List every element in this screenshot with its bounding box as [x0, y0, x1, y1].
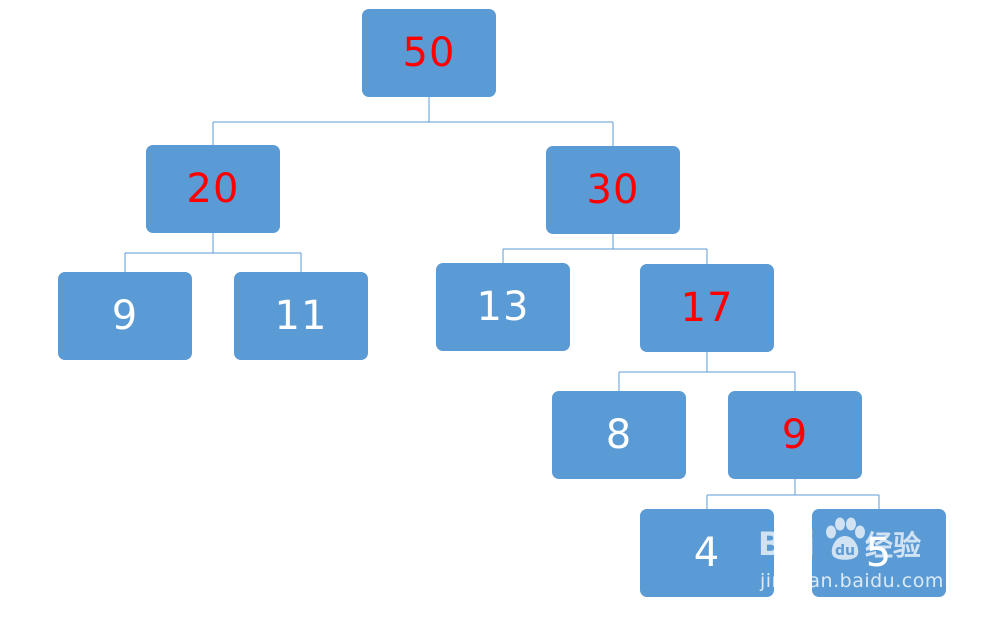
node-17: 17	[640, 264, 774, 352]
node-11: 11	[234, 272, 368, 360]
node-9-left: 9	[58, 272, 192, 360]
node-50: 50	[362, 9, 496, 97]
node-20: 20	[146, 145, 280, 233]
node-30: 30	[546, 146, 680, 234]
node-5: 5	[812, 509, 946, 597]
node-13: 13	[436, 263, 570, 351]
node-8: 8	[552, 391, 686, 479]
node-4: 4	[640, 509, 774, 597]
node-9-right: 9	[728, 391, 862, 479]
